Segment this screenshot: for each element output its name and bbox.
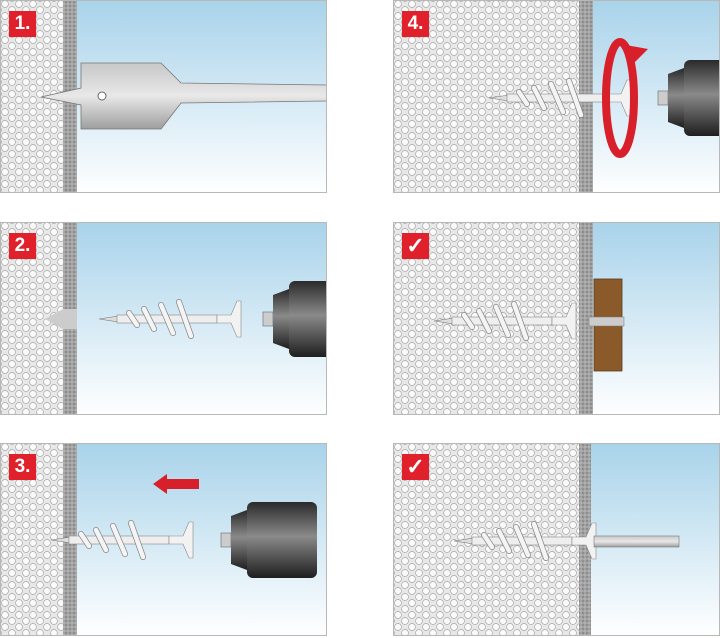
step-1-panel: 1. <box>0 0 327 193</box>
step-3-panel: 3. <box>0 443 327 636</box>
result-wood-panel: ✓ <box>393 222 720 415</box>
step-number-badge: 4. <box>402 11 429 37</box>
step-2-panel: 2. <box>0 222 327 415</box>
check-icon: ✓ <box>402 454 429 480</box>
wood-fixture-illustration <box>394 223 719 414</box>
step-number-badge: 3. <box>9 454 36 480</box>
step-number-badge: 1. <box>9 11 36 37</box>
dowel-and-drill-illustration <box>1 223 326 414</box>
step-number-badge: 2. <box>9 233 36 259</box>
screw-in-illustration <box>394 1 719 192</box>
pull-out-illustration <box>1 444 326 635</box>
threaded-rod-illustration <box>394 444 719 635</box>
flat-drill-bit-illustration <box>1 1 326 192</box>
step-4-panel: 4. <box>393 0 720 193</box>
rotation-arrow-icon <box>602 38 638 158</box>
check-icon: ✓ <box>402 233 429 259</box>
result-rod-panel: ✓ <box>393 443 720 636</box>
pull-arrow-icon <box>153 474 199 494</box>
